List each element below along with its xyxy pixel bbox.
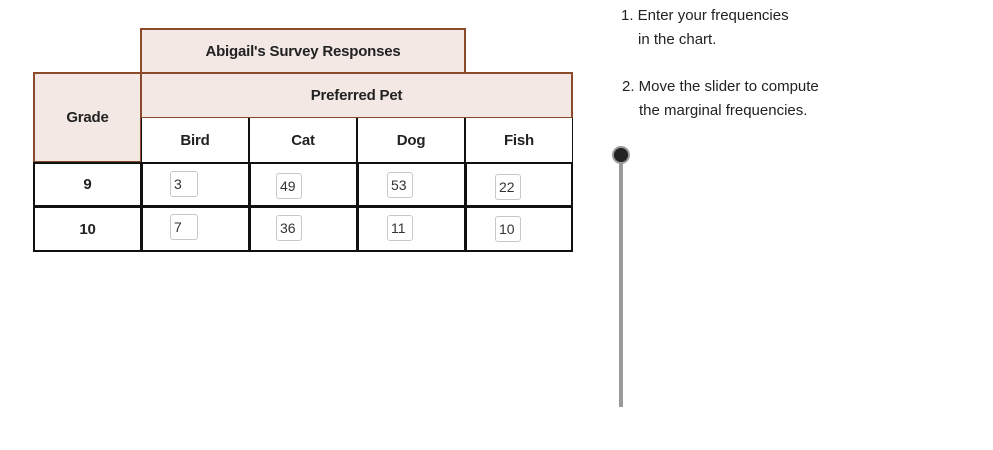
slider-handle[interactable]: [612, 146, 630, 164]
instruction-step-2-line-1: 2. Move the slider to compute: [622, 78, 819, 95]
input-9-cat[interactable]: 49: [276, 173, 302, 199]
input-9-dog[interactable]: 53: [387, 172, 413, 198]
table-title: Abigail's Survey Responses: [140, 28, 466, 74]
input-10-fish[interactable]: 10: [495, 216, 521, 242]
column-header-bird: Bird: [141, 118, 249, 163]
grade-header: Grade: [33, 72, 142, 163]
slider-track[interactable]: [619, 155, 623, 407]
column-header-cat: Cat: [249, 118, 357, 163]
instruction-step-1: 1. Enter your frequencies in the chart.: [621, 4, 789, 52]
input-10-dog[interactable]: 11: [387, 215, 413, 241]
input-10-cat[interactable]: 36: [276, 215, 302, 241]
instruction-step-2-line-2: the marginal frequencies.: [639, 102, 808, 119]
input-10-bird[interactable]: 7: [170, 214, 198, 240]
grade-10-label: 10: [33, 206, 142, 252]
instruction-step-2: 2. Move the slider to compute the margin…: [622, 75, 819, 123]
cell-9-cat: [249, 162, 358, 207]
instruction-step-1-line-1: 1. Enter your frequencies: [621, 7, 789, 24]
grade-9-label: 9: [33, 162, 142, 207]
column-header-dog: Dog: [357, 118, 465, 163]
instruction-step-1-line-2: in the chart.: [638, 31, 717, 48]
column-header-fish: Fish: [465, 118, 573, 163]
cell-10-cat: [249, 206, 358, 252]
preferred-pet-header: Preferred Pet: [140, 72, 573, 119]
input-9-bird[interactable]: 3: [170, 171, 198, 197]
input-9-fish[interactable]: 22: [495, 174, 521, 200]
